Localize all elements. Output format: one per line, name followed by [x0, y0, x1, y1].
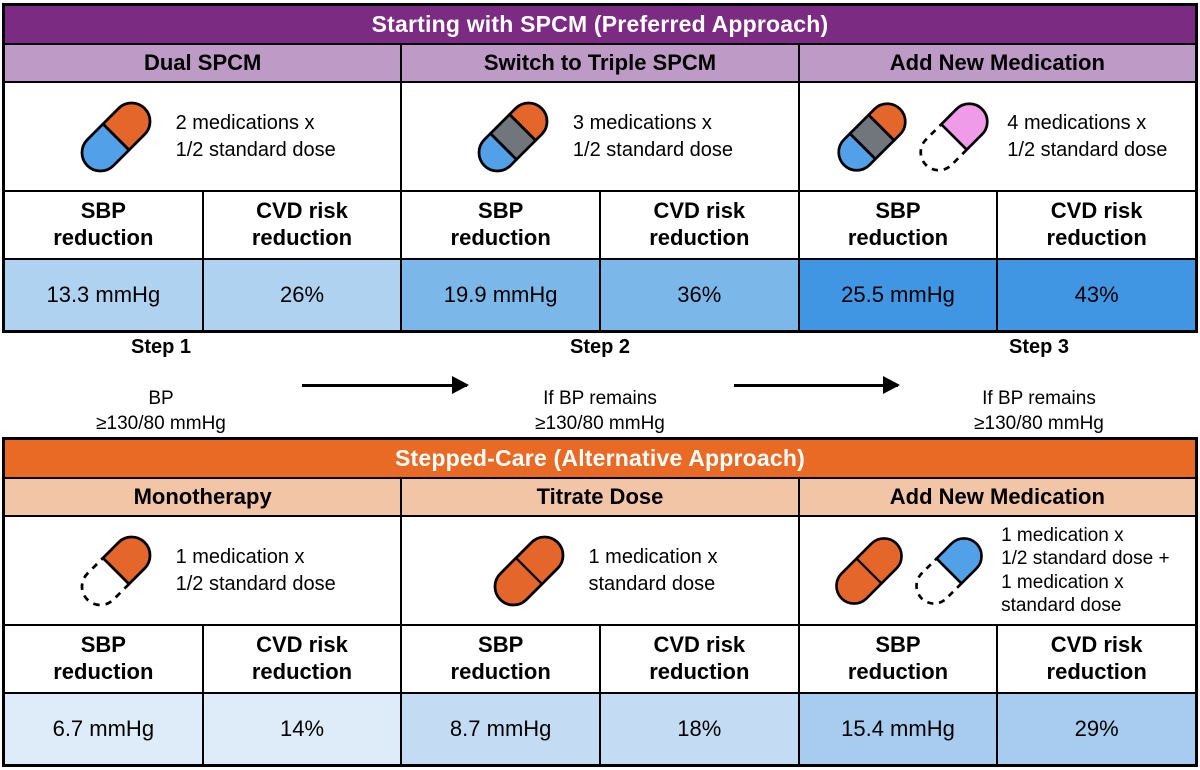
column-header-monotherapy: Monotherapy: [5, 479, 401, 515]
step-2-condition: If BP remains ≥130/80 mmHg: [535, 387, 665, 434]
full-pill-orange-icon: [835, 536, 903, 605]
steps-flow: Step 1 BP ≥130/80 mmHg Step 2 If BP rema…: [2, 333, 1198, 437]
cvd-value-add-new: 43%: [998, 260, 1195, 330]
sbp-value-triple: 19.9 mmHg: [402, 260, 599, 330]
column-header-add-new-medication: Add New Medication: [799, 45, 1195, 81]
full-pill-orange-icon: [493, 535, 564, 606]
cvd-value-add-new: 29%: [998, 694, 1195, 764]
spcm-title: Starting with SPCM (Preferred Approach): [371, 11, 829, 37]
sbp-reduction-header: SBP reduction: [402, 626, 599, 692]
dual-pill-icons: [825, 527, 993, 615]
dose-text: 4 medications x 1/2 standard dose: [1007, 112, 1168, 161]
step-3-title: Step 3: [1008, 336, 1070, 359]
column-header-add-new-medication: Add New Medication: [799, 479, 1195, 515]
half-pill-dashed-pink-icon: [919, 101, 989, 172]
sbp-reduction-header: SBP reduction: [402, 192, 599, 258]
sbp-value-titrate: 8.7 mmHg: [402, 694, 599, 764]
step-1-condition: BP ≥130/80 mmHg: [96, 387, 226, 434]
pill-cell-add-new-medication-spcm: 4 medications x 1/2 standard dose: [799, 83, 1195, 190]
step-3-condition: If BP remains ≥130/80 mmHg: [974, 387, 1104, 434]
cvd-risk-reduction-header: CVD risk reduction: [998, 626, 1195, 692]
sbp-reduction-header: SBP reduction: [5, 626, 202, 692]
sbp-value-add-new: 15.4 mmHg: [799, 694, 997, 764]
step-2-block: Step 2 If BP remains ≥130/80 mmHg: [483, 309, 718, 461]
dual-pill-icon: [80, 101, 151, 172]
sbp-value-dual: 13.3 mmHg: [5, 260, 202, 330]
sbp-reduction-header: SBP reduction: [799, 192, 997, 258]
spcm-title-bar: Starting with SPCM (Preferred Approach): [5, 6, 1195, 43]
dose-text: 1 medication x 1/2 standard dose: [175, 546, 336, 595]
pill-cell-add-new-medication-stepped: 1 medication x 1/2 standard dose + 1 med…: [799, 517, 1195, 624]
sbp-reduction-header: SBP reduction: [799, 626, 997, 692]
dose-text: 1 medication x standard dose: [588, 546, 718, 595]
dose-text: 2 medications x 1/2 standard dose: [175, 112, 336, 161]
stepped-care-title: Stepped-Care (Alternative Approach): [395, 445, 805, 471]
sbp-reduction-header: SBP reduction: [5, 192, 202, 258]
column-header-dual-spcm: Dual SPCM: [5, 45, 401, 81]
cvd-risk-reduction-header: CVD risk reduction: [203, 626, 401, 692]
step-1-block: Step 1 BP ≥130/80 mmHg: [36, 309, 286, 461]
pill-cell-triple-spcm: 3 medications x 1/2 standard dose: [402, 83, 798, 190]
flow-arrow-2: [733, 383, 898, 387]
column-header-titrate-dose: Titrate Dose: [402, 479, 798, 515]
stepped-care-table: Stepped-Care (Alternative Approach) Mono…: [2, 437, 1198, 767]
pill-cell-dual-spcm: 2 medications x 1/2 standard dose: [5, 83, 401, 190]
triple-pill-icon: [837, 101, 907, 172]
column-header-triple-spcm: Switch to Triple SPCM: [402, 45, 798, 81]
sbp-value-monotherapy: 6.7 mmHg: [5, 694, 202, 764]
cvd-value-titrate: 18%: [601, 694, 798, 764]
half-pill-dashed-blue-icon: [915, 536, 983, 605]
cvd-value-dual: 26%: [203, 260, 401, 330]
cvd-value-triple: 36%: [601, 260, 798, 330]
step-3-block: Step 3 If BP remains ≥130/80 mmHg: [914, 309, 1164, 461]
step-1-title: Step 1: [130, 336, 192, 359]
dose-text: 1 medication x 1/2 standard dose + 1 med…: [1001, 525, 1170, 616]
cvd-risk-reduction-header: CVD risk reduction: [601, 192, 798, 258]
quad-pill-icons: [827, 92, 999, 182]
pill-cell-monotherapy: 1 medication x 1/2 standard dose: [5, 517, 401, 624]
triple-pill-icon: [477, 101, 549, 172]
cvd-risk-reduction-header: CVD risk reduction: [203, 192, 401, 258]
cvd-value-monotherapy: 14%: [203, 694, 401, 764]
stepped-care-title-bar: Stepped-Care (Alternative Approach): [5, 440, 1195, 477]
half-pill-dashed-orange-icon: [80, 535, 151, 606]
step-2-title: Step 2: [569, 336, 631, 359]
cvd-risk-reduction-header: CVD risk reduction: [998, 192, 1195, 258]
pill-cell-titrate-dose: 1 medication x standard dose: [402, 517, 798, 624]
dose-text: 3 medications x 1/2 standard dose: [572, 112, 734, 161]
sbp-value-add-new: 25.5 mmHg: [799, 260, 997, 330]
cvd-risk-reduction-header: CVD risk reduction: [601, 626, 798, 692]
spcm-table: Starting with SPCM (Preferred Approach) …: [2, 3, 1198, 333]
flow-arrow-1: [302, 383, 467, 387]
